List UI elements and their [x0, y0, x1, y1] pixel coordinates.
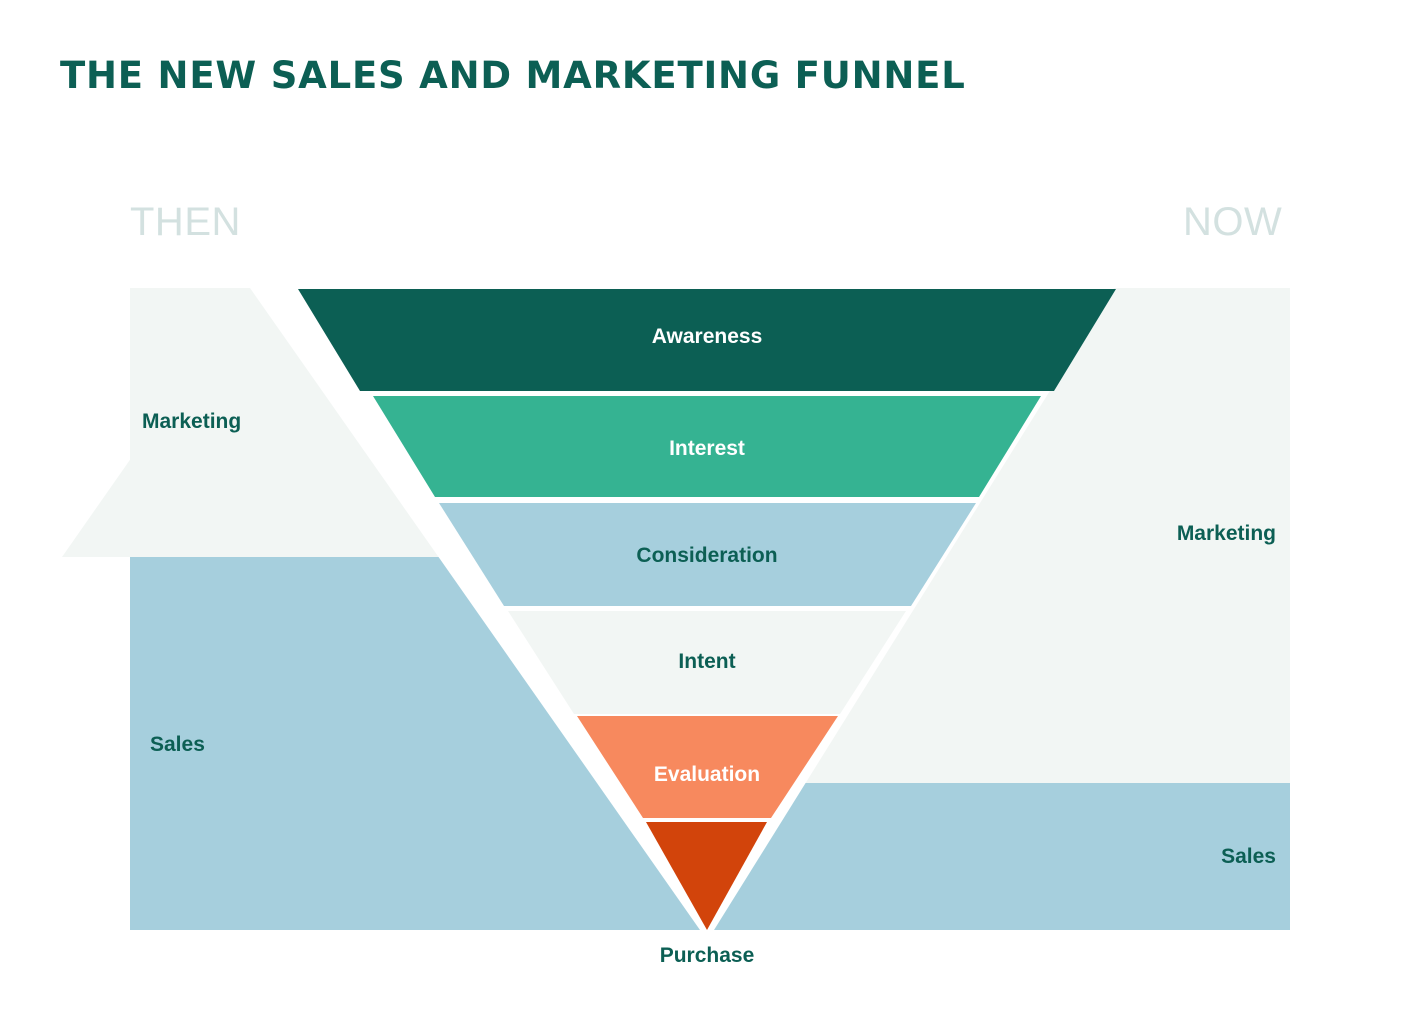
funnel-band-consideration[interactable] — [439, 503, 976, 606]
stage-label-purchase: Purchase — [659, 944, 755, 967]
then-sales-label: Sales — [150, 733, 205, 756]
now-sales-band — [714, 783, 1290, 930]
funnel-band-purchase[interactable] — [646, 822, 767, 930]
page-title: THE NEW SALES AND MARKETING FUNNEL — [60, 54, 966, 97]
stage-label-evaluation: Evaluation — [653, 763, 761, 786]
stage-label-interest: Interest — [669, 437, 745, 460]
stage-label-awareness: Awareness — [651, 325, 763, 348]
era-label-then: THEN — [130, 200, 241, 244]
funnel-band-awareness[interactable] — [298, 289, 1116, 391]
funnel-band-interest-shape[interactable] — [373, 396, 1041, 497]
funnel-band-intent[interactable] — [508, 611, 906, 714]
then-marketing-label: Marketing — [142, 410, 242, 433]
now-marketing-label: Marketing — [1176, 522, 1276, 545]
funnel-band-evaluation[interactable] — [577, 716, 838, 818]
era-label-now: NOW — [1183, 200, 1283, 244]
stage-label-consideration: Consideration — [636, 544, 778, 567]
stage-label-intent: Intent — [678, 650, 736, 673]
now-sales-label: Sales — [1221, 845, 1276, 868]
